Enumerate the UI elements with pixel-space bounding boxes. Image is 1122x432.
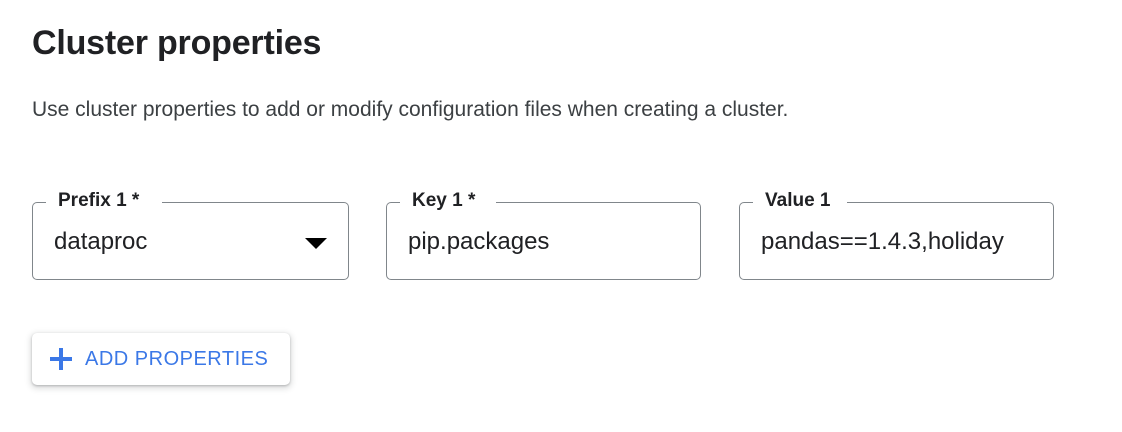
cluster-property-row: Prefix 1 * dataproc Key 1 * pip.packages… (0, 190, 1122, 295)
key-1-input[interactable]: Key 1 * pip.packages (386, 190, 701, 280)
value-1-value[interactable]: pandas==1.4.3,holiday (761, 228, 1004, 255)
value-1-label: Value 1 (761, 190, 835, 212)
add-properties-button[interactable]: ADD PROPERTIES (32, 333, 291, 385)
add-properties-label: ADD PROPERTIES (85, 348, 269, 370)
value-1-input[interactable]: Value 1 pandas==1.4.3,holiday (739, 190, 1054, 280)
plus-icon (50, 348, 72, 370)
prefix-1-label: Prefix 1 * (54, 190, 144, 212)
outline-leading (739, 202, 753, 280)
prefix-1-value[interactable]: dataproc (54, 228, 148, 255)
dropdown-arrow-icon[interactable] (305, 238, 327, 249)
key-1-label: Key 1 * (408, 190, 480, 212)
outline-leading (32, 202, 46, 280)
outline-leading (386, 202, 400, 280)
prefix-1-select[interactable]: Prefix 1 * dataproc (32, 190, 349, 280)
page-title: Cluster properties (32, 24, 322, 62)
key-1-value[interactable]: pip.packages (408, 228, 550, 255)
page-description: Use cluster properties to add or modify … (32, 98, 789, 121)
